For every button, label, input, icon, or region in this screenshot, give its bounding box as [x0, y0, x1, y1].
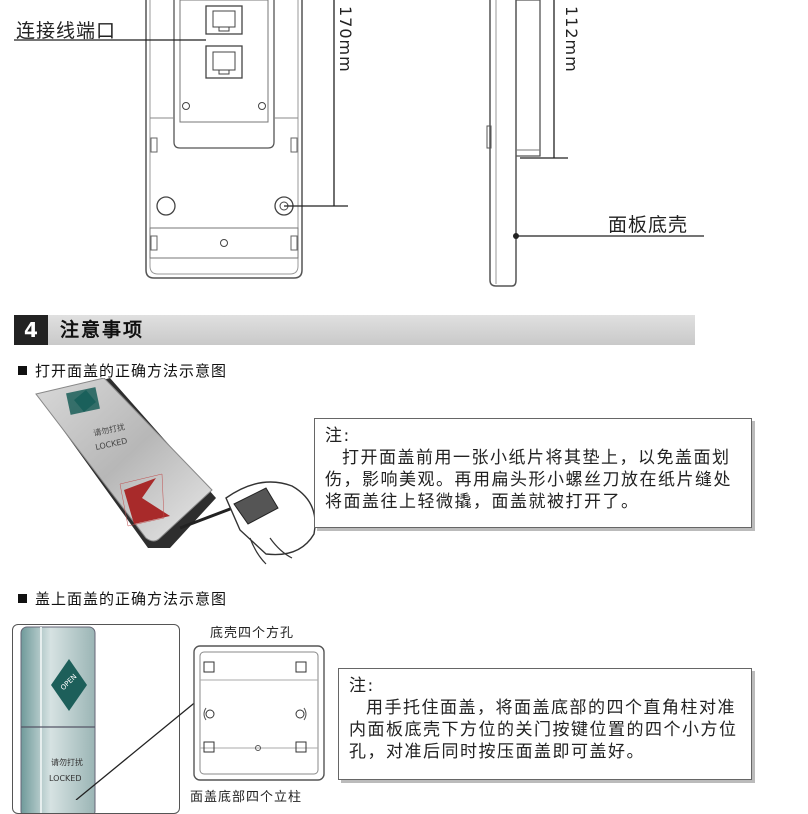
- bullet-square-icon: [18, 366, 27, 375]
- connector-port-label: 连接线端口: [16, 20, 117, 42]
- open-cover-heading-text: 打开面盖的正确方法示意图: [35, 362, 228, 380]
- bullet-square-icon: [18, 594, 27, 603]
- open-note-body: 打开面盖前用一张小纸片将其垫上，以免盖面划伤，影响美观。再用扁头形小螺丝刀放在纸…: [325, 448, 732, 512]
- pointer-lines: [75, 699, 199, 800]
- closed-cover-photo-frame: OPEN 请勿打扰 LOCKED: [12, 624, 180, 814]
- open-cover-note: 注: 打开面盖前用一张小纸片将其垫上，以免盖面划伤，影响美观。再用扁头形小螺丝刀…: [314, 418, 752, 528]
- base-holes-label: 底壳四个方孔: [210, 626, 295, 641]
- base-shell-label: 面板底壳: [608, 214, 689, 236]
- close-cover-heading-text: 盖上面盖的正确方法示意图: [35, 590, 228, 608]
- open-note-head: 注:: [325, 426, 351, 446]
- base-shell-drawing: [193, 645, 325, 781]
- close-cover-heading: 盖上面盖的正确方法示意图: [18, 588, 227, 609]
- closed-device-text-cn: 请勿打扰: [51, 757, 83, 767]
- height-dimension-label: 170mm: [336, 6, 355, 73]
- depth-dimension-label: 112mm: [562, 6, 581, 73]
- panel-technical-drawing: [14, 0, 704, 287]
- open-cover-illustration: 请勿打扰 LOCKED: [35, 378, 316, 565]
- close-note-body: 用手托住面盖，将面盖底部的四个直角柱对准内面板底壳下方位的关门按键位置的四个小方…: [349, 698, 738, 762]
- cover-pins-label: 面盖底部四个立柱: [190, 790, 303, 805]
- section-number: 4: [14, 315, 48, 345]
- section-header-bar: [14, 315, 695, 345]
- open-cover-heading: 打开面盖的正确方法示意图: [18, 360, 227, 381]
- close-note-head: 注:: [349, 676, 375, 696]
- closed-cover-photo: OPEN 请勿打扰 LOCKED: [20, 626, 96, 813]
- close-cover-note: 注: 用手托住面盖，将面盖底部的四个直角柱对准内面板底壳下方位的关门按键位置的四…: [338, 668, 752, 780]
- closed-device-text-en: LOCKED: [49, 774, 82, 783]
- section-title: 注意事项: [60, 319, 145, 341]
